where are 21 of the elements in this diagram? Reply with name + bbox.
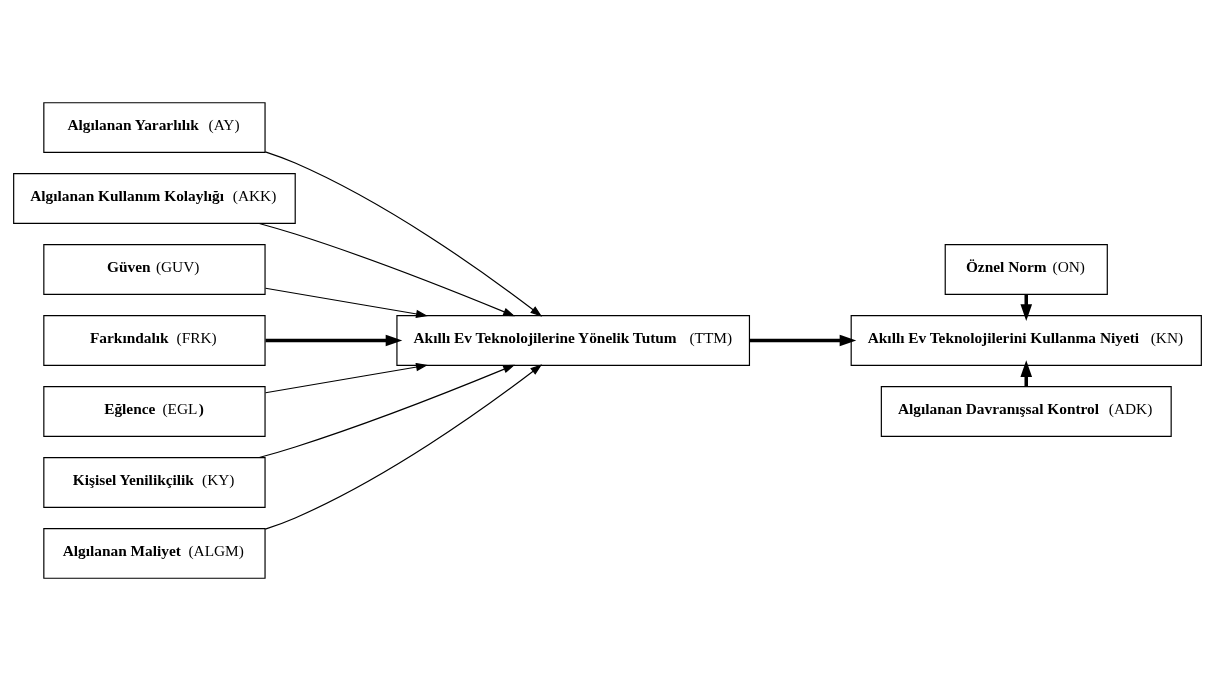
- arrow: [749, 334, 857, 347]
- arrow: [258, 364, 515, 459]
- node-box: Algılanan Kullanım Kolaylığı (AKK): [13, 173, 296, 224]
- node-box: Eğlence (EGL): [43, 386, 266, 437]
- node-box: Güven (GUV): [43, 244, 266, 295]
- node-box: Akıllı Ev Teknolojilerine Yönelik Tutum (TTM): [396, 315, 751, 366]
- node-box: Algılanan Yararlılık (AY): [43, 102, 266, 153]
- node-box: Algılanan Davranışsal Kontrol (ADK): [880, 386, 1172, 437]
- node-box: Akıllı Ev Teknolojilerini Kullanma Niyeti (KN): [850, 315, 1202, 366]
- arrow: [264, 151, 543, 317]
- arrow: [265, 334, 403, 347]
- arrow: [264, 362, 428, 394]
- node-box: Kişisel Yenilikçilik (KY): [43, 457, 266, 508]
- arrow: [264, 364, 543, 530]
- arrow: [1020, 294, 1033, 321]
- arrow: [1020, 360, 1033, 387]
- arrow: [258, 222, 515, 317]
- node-box: Algılanan Maliyet (ALGM): [43, 528, 266, 579]
- node-box: Farkındalık (FRK): [43, 315, 266, 366]
- node-box: Öznel Norm (ON): [944, 244, 1108, 295]
- arrow: [264, 287, 428, 319]
